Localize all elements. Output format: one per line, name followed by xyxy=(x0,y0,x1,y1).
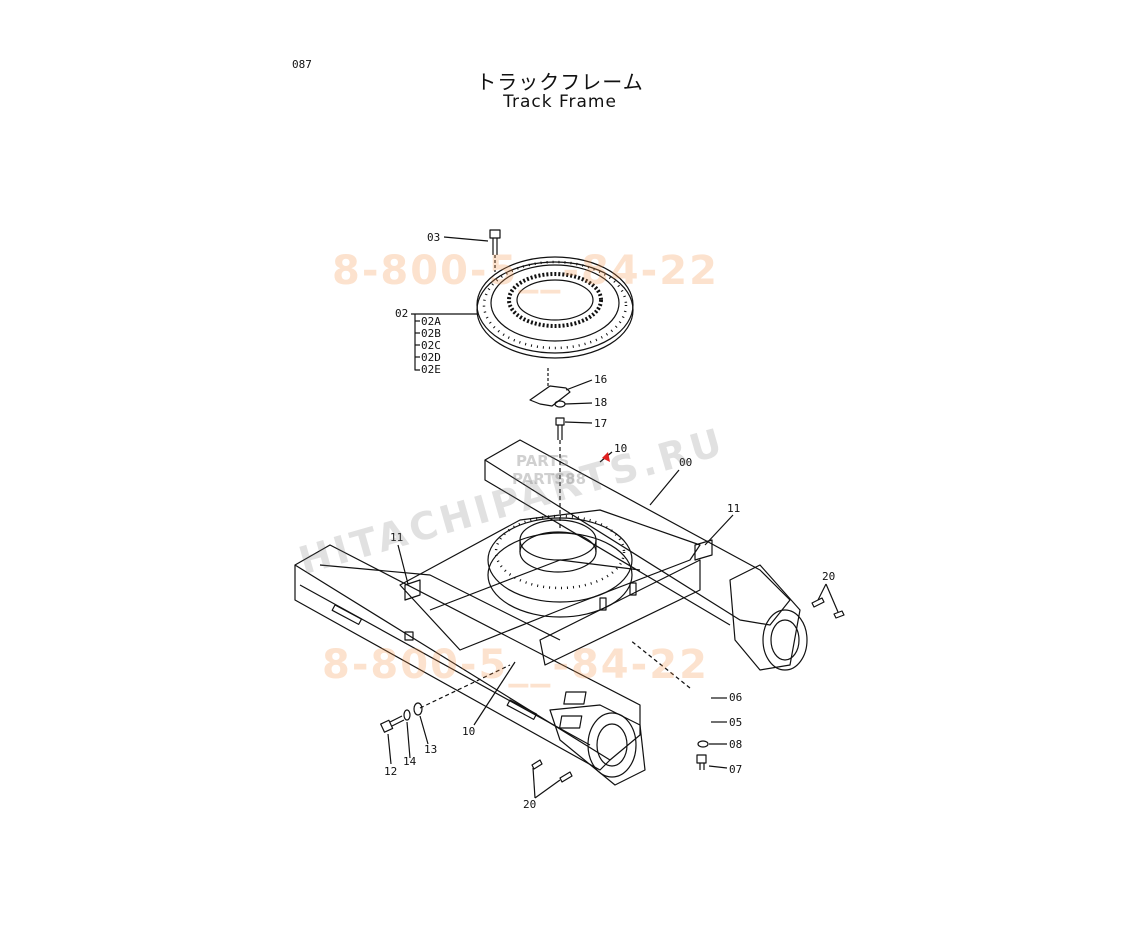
callout-02c: 02C xyxy=(421,339,441,352)
callout-10-top: 10 xyxy=(614,442,627,455)
callout-02: 02 xyxy=(395,307,408,320)
callout-05: 05 xyxy=(729,716,742,729)
callout-02d: 02D xyxy=(421,351,441,364)
bolt-12 xyxy=(380,715,405,733)
bolt-17 xyxy=(555,417,565,440)
callout-18: 18 xyxy=(594,396,607,409)
bolt-07 xyxy=(696,754,707,770)
callout-17: 17 xyxy=(594,417,607,430)
callout-16: 16 xyxy=(594,373,607,386)
washer-13 xyxy=(413,702,423,716)
callout-08: 08 xyxy=(729,738,742,751)
track-frame-00 xyxy=(294,439,808,786)
fittings-20-bottom xyxy=(531,759,573,783)
callout-00: 00 xyxy=(679,456,692,469)
callout-20-right: 20 xyxy=(822,570,835,583)
callout-06: 06 xyxy=(729,691,742,704)
callout-07: 07 xyxy=(729,763,742,776)
cover-06 xyxy=(563,691,587,705)
stopper-plate-16 xyxy=(529,368,571,407)
callout-02a: 02A xyxy=(421,315,441,328)
guard-11-left xyxy=(404,579,421,601)
fittings-20-right xyxy=(811,597,845,619)
title-japanese: トラックフレーム xyxy=(476,70,644,94)
swing-circle-base xyxy=(487,514,633,618)
swing-bearing-02 xyxy=(476,256,634,359)
callout-02b: 02B xyxy=(421,327,441,340)
plate-05 xyxy=(559,715,583,729)
callout-11-right: 11 xyxy=(727,502,740,515)
callout-13: 13 xyxy=(424,743,437,756)
title-english: Track Frame xyxy=(503,92,617,112)
washer-18 xyxy=(554,400,566,408)
callout-20-bottom: 20 xyxy=(523,798,536,811)
washer-08 xyxy=(697,740,709,748)
callout-14: 14 xyxy=(403,755,417,768)
washer-14 xyxy=(403,709,411,721)
page-number: 087 xyxy=(292,58,312,71)
callout-03: 03 xyxy=(427,231,440,244)
callout-12: 12 xyxy=(384,765,397,778)
bolt-03 xyxy=(489,229,501,272)
callout-02e: 02E xyxy=(421,363,441,376)
red-marker xyxy=(602,452,610,462)
callout-11-left: 11 xyxy=(390,531,403,544)
callout-10-bottom: 10 xyxy=(462,725,475,738)
guard-11-right xyxy=(694,539,713,561)
